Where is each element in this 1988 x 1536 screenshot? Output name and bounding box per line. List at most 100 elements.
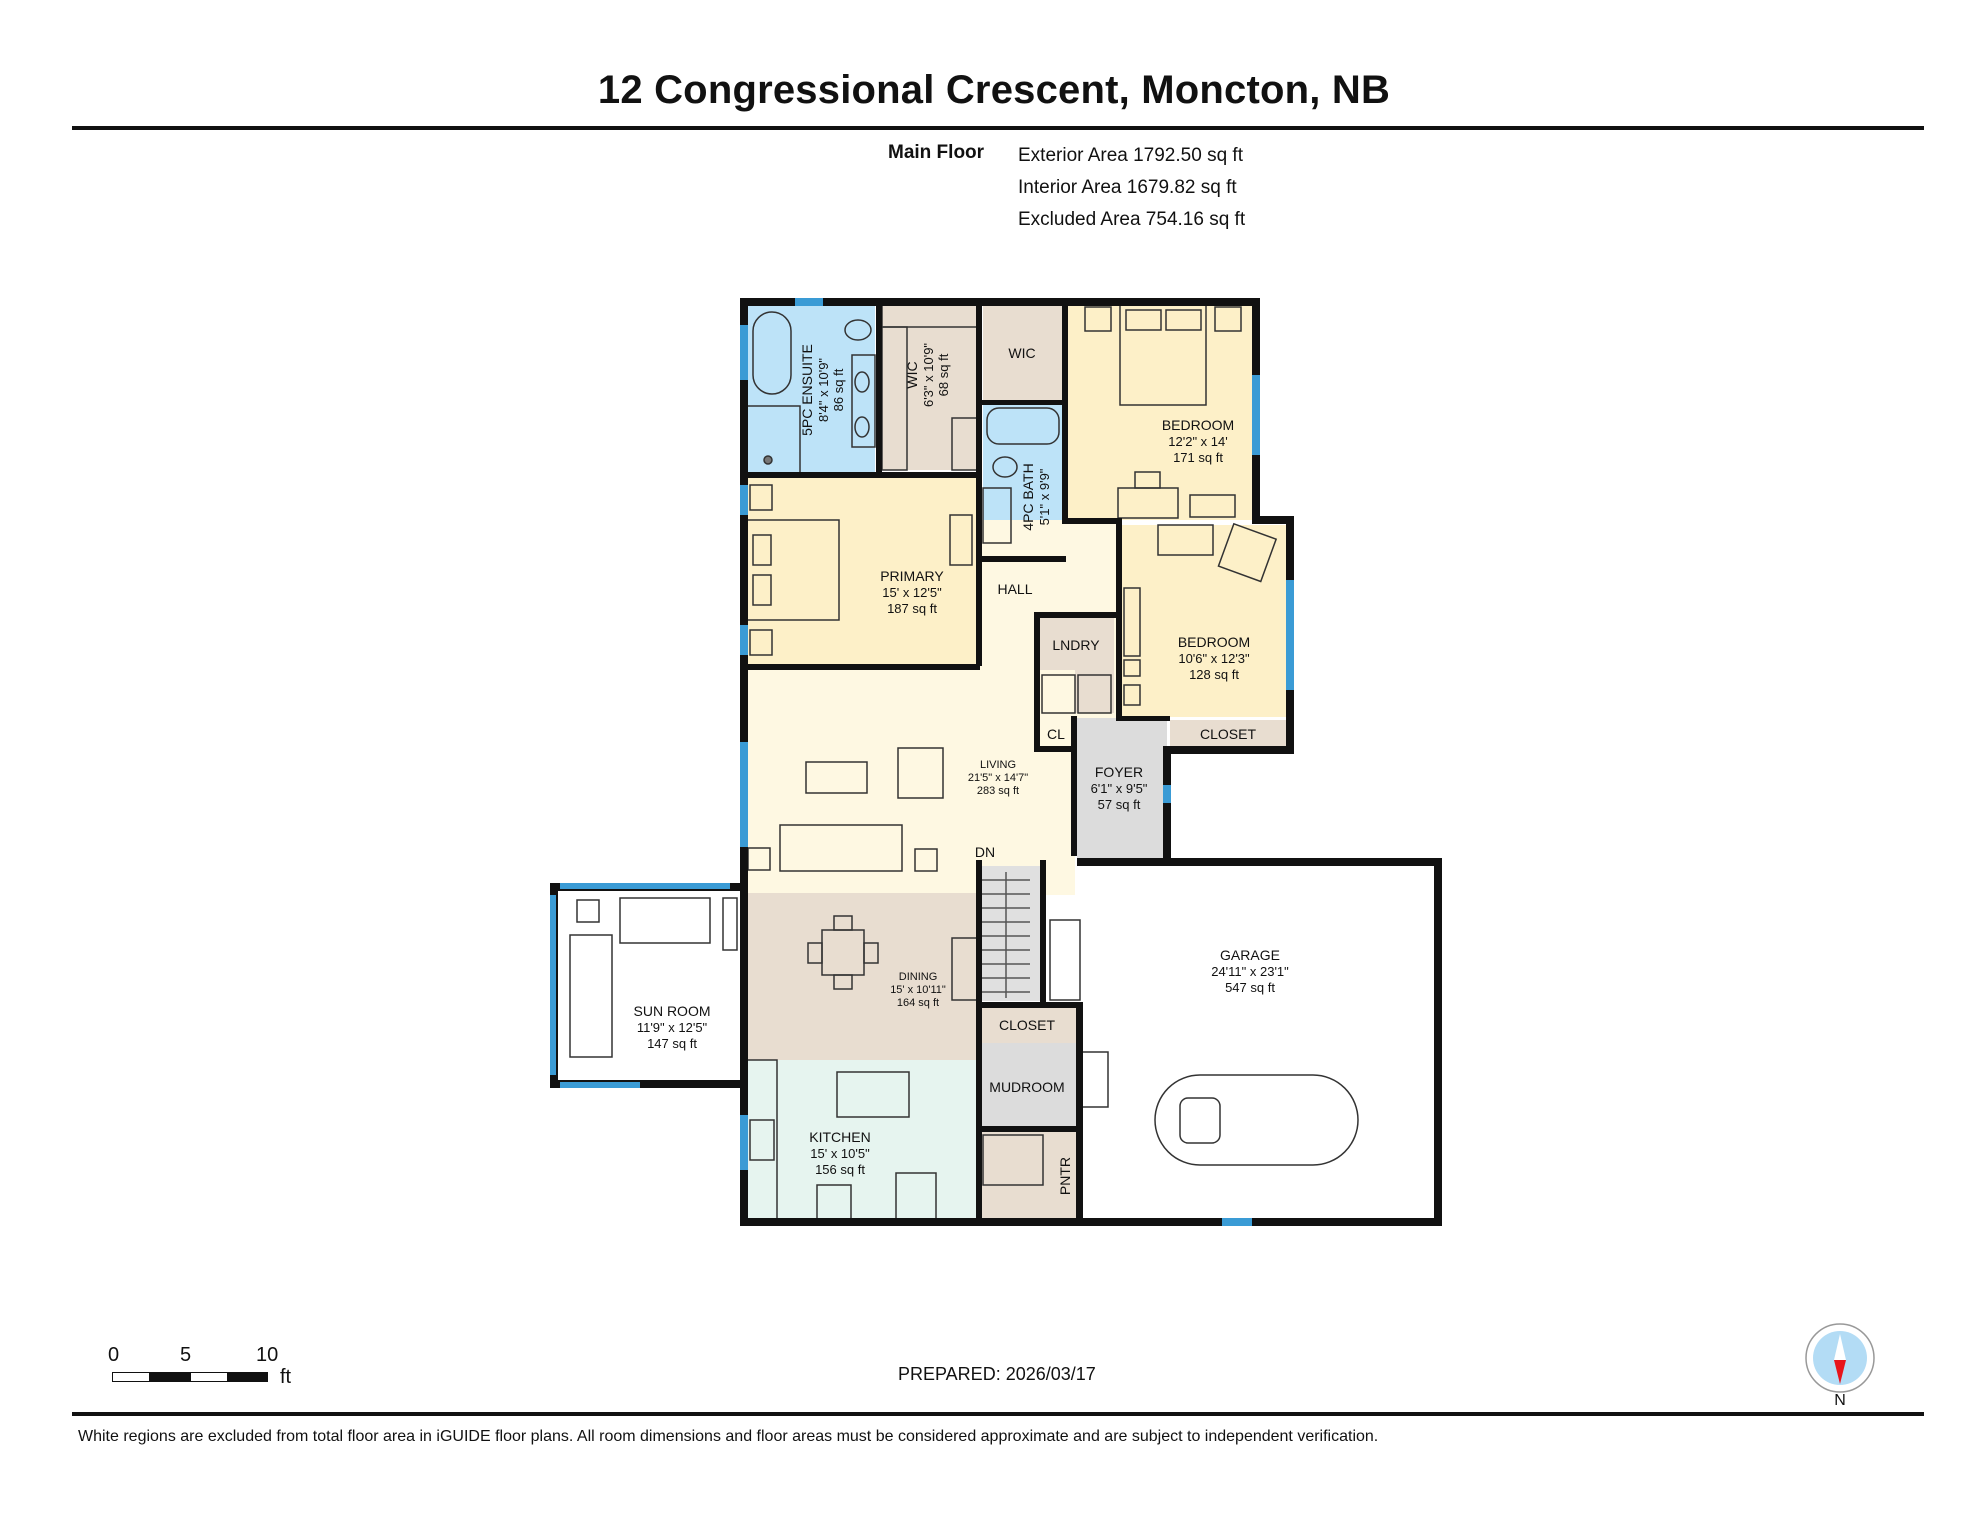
coffee-table-icon [805, 761, 868, 794]
room-area-garage: 547 sq ft [1225, 980, 1275, 995]
scale-unit: ft [280, 1366, 292, 1388]
pantry-fill [980, 1132, 1078, 1220]
room-dims-sunroom: 11'9" x 12'5" [637, 1020, 708, 1035]
room-name-closet-bed3: CLOSET [1200, 726, 1256, 742]
room-name-cl: CL [1047, 726, 1065, 742]
dresser-icon [949, 514, 973, 566]
room-dims-primary: 15' x 12'5" [882, 585, 942, 600]
chair-icon [807, 942, 823, 964]
room-area-dining: 164 sq ft [897, 997, 939, 1009]
room-name-hall: HALL [997, 581, 1032, 597]
dining-fill [745, 893, 977, 1061]
room-area-foyer: 57 sq ft [1098, 797, 1141, 812]
disclaimer: White regions are excluded from total fl… [78, 1428, 1379, 1445]
prepared-date: PREPARED: 2026/03/17 [898, 1364, 1096, 1384]
room-name-closet-mud: CLOSET [999, 1017, 1055, 1033]
kitchen-fill [745, 1060, 977, 1220]
page-title: 12 Congressional Crescent, Moncton, NB [597, 68, 1391, 112]
scale-tick-10: 10 [256, 1344, 279, 1366]
pillow-icon [752, 574, 772, 606]
garage-fill [1082, 866, 1430, 1221]
room-labels: 5PC ENSUITE 8'4" x 10'9" 86 sq ft WIC 6'… [634, 343, 1290, 1195]
toilet-icon [844, 319, 872, 341]
room-area-sunroom: 147 sq ft [647, 1036, 697, 1051]
room-area-wic1: 68 sq ft [936, 353, 951, 396]
compass-north-label: N [1834, 1392, 1846, 1409]
room-name-mudroom: MUDROOM [989, 1079, 1064, 1095]
footer-divider [72, 1412, 1924, 1416]
pillow-icon [1125, 309, 1162, 331]
room-name-kitchen: KITCHEN [809, 1129, 870, 1145]
room-area-kitchen: 156 sq ft [815, 1162, 865, 1177]
scale-bar: 0 5 10 ft [108, 1344, 308, 1394]
sink-icon [854, 371, 870, 393]
compass: N [1804, 1322, 1876, 1412]
pantry-shelving [982, 1134, 1044, 1186]
bathtub-icon [752, 311, 792, 395]
wic2-fill [983, 305, 1063, 400]
room-name-bath4: 4PC BATH [1020, 463, 1036, 530]
room-area-ensuite: 86 sq ft [831, 368, 846, 411]
washer-icon [1041, 674, 1076, 714]
bedroom2-fill [1068, 305, 1256, 520]
sink-icon [749, 1119, 775, 1161]
vanity-icon [982, 487, 1012, 544]
dresser-icon [1189, 494, 1236, 518]
nightstand-icon [1084, 306, 1112, 332]
room-name-pantry: PNTR [1057, 1157, 1073, 1195]
pillow-icon [1165, 309, 1202, 331]
island-icon [836, 1071, 910, 1118]
compass-icon [1805, 1323, 1875, 1393]
shower-drain-icon [763, 455, 773, 465]
bedroom3-fill [1122, 525, 1288, 717]
pillow-icon [752, 534, 772, 566]
sunroom-fill [557, 890, 735, 1085]
living-fill [745, 670, 1075, 895]
room-name-bedroom2: BEDROOM [1162, 417, 1234, 433]
nightstand-icon [1214, 306, 1242, 332]
room-name-wic2: WIC [1008, 345, 1035, 361]
title-divider [72, 126, 1924, 130]
chair-icon [833, 915, 853, 931]
room-name-foyer: FOYER [1095, 764, 1143, 780]
side-table-icon [914, 848, 938, 872]
vanity-icon [851, 354, 876, 448]
sofa-icon [779, 824, 903, 872]
room-name-ensuite: 5PC ENSUITE [799, 344, 815, 436]
bathtub-icon [986, 407, 1060, 445]
room-name-living: LIVING [980, 759, 1016, 771]
dryer-icon [1077, 674, 1112, 714]
storage-icon [1123, 684, 1141, 706]
scale-segment [150, 1372, 190, 1382]
foyer-fill [1077, 718, 1167, 858]
room-dims-bedroom3: 10'6" x 12'3" [1178, 651, 1250, 666]
nightstand-icon [749, 484, 773, 511]
stairs-down-label: DN [975, 844, 995, 860]
room-dims-garage: 24'11" x 23'1" [1211, 964, 1289, 979]
excluded-area: Excluded Area 754.16 sq ft [1018, 209, 1246, 230]
sofa-icon [619, 897, 711, 944]
car-icon [1154, 1074, 1359, 1166]
sofa-icon [569, 934, 613, 1058]
scale-segment [112, 1372, 150, 1382]
sink-icon [854, 416, 870, 438]
room-area-bedroom2: 171 sq ft [1173, 450, 1223, 465]
primary-fill [745, 476, 977, 668]
room-name-primary: PRIMARY [880, 568, 944, 584]
room-dims-kitchen: 15' x 10'5" [810, 1146, 870, 1161]
closet-mud-fill [980, 1008, 1078, 1043]
room-area-living: 283 sq ft [977, 785, 1019, 797]
chair-icon [833, 974, 853, 990]
storage-icon [1123, 659, 1141, 677]
side-table-icon [576, 899, 600, 923]
scale-tick-5: 5 [180, 1344, 192, 1366]
chair-icon [1134, 471, 1161, 489]
car-roof-icon [1179, 1097, 1221, 1144]
room-area-bedroom3: 128 sq ft [1189, 667, 1239, 682]
wardrobe-icon [1123, 587, 1141, 657]
room-area-primary: 187 sq ft [887, 601, 937, 616]
scale-tick-0: 0 [108, 1344, 120, 1366]
scale-segment [228, 1372, 268, 1382]
room-dims-ensuite: 8'4" x 10'9" [816, 358, 831, 422]
